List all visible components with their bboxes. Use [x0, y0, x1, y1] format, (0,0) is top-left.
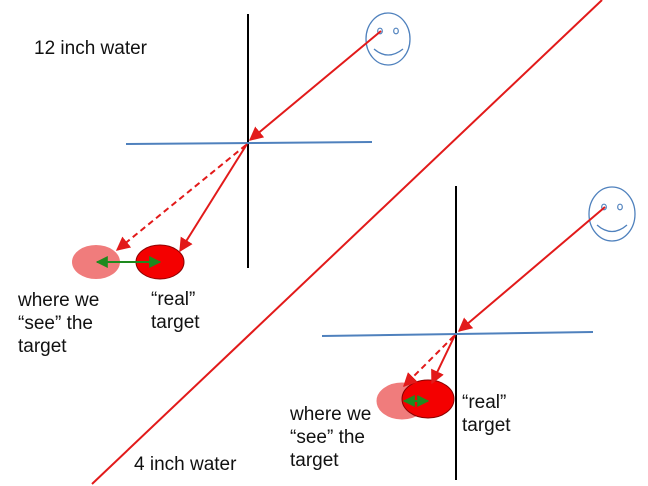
- apparent-target-label: where we “see” the target: [290, 403, 371, 472]
- apparent-target-label-line: where we: [290, 404, 372, 425]
- smiley-face-icon: [588, 186, 636, 242]
- water-depth-label: 12 inch water: [34, 38, 148, 59]
- incident-ray: [248, 30, 382, 141]
- apparent-target-label: where we “see” the target: [18, 289, 99, 358]
- refracted-ray: [179, 143, 248, 253]
- smiley-face-icon: [365, 12, 411, 66]
- apparent-ray: [403, 335, 455, 387]
- apparent-target-label-line: “see” the: [290, 427, 365, 448]
- real-target-label-line: target: [151, 312, 200, 333]
- water-surface: [321, 331, 594, 337]
- water-depth-label: 4 inch water: [134, 454, 237, 475]
- apparent-target-label-line: target: [18, 336, 67, 357]
- real-target-label-line: “real”: [462, 392, 507, 413]
- panel-bottom: [321, 186, 636, 480]
- apparent-target-label-line: “see” the: [18, 313, 93, 334]
- refracted-ray: [431, 334, 456, 385]
- incident-ray: [457, 206, 606, 332]
- real-target-label-line: target: [462, 415, 511, 436]
- apparent-target-label-line: target: [290, 450, 339, 471]
- real-target: [401, 379, 455, 419]
- apparent-target-label-line: where we: [18, 290, 100, 311]
- real-target-label: “real” target: [151, 288, 200, 334]
- real-target-label: “real” target: [462, 391, 511, 437]
- panel-top: [72, 12, 411, 280]
- diagonal-divider: [91, 0, 603, 485]
- apparent-ray: [115, 144, 247, 251]
- real-target-label-line: “real”: [151, 289, 196, 310]
- water-surface: [125, 141, 373, 145]
